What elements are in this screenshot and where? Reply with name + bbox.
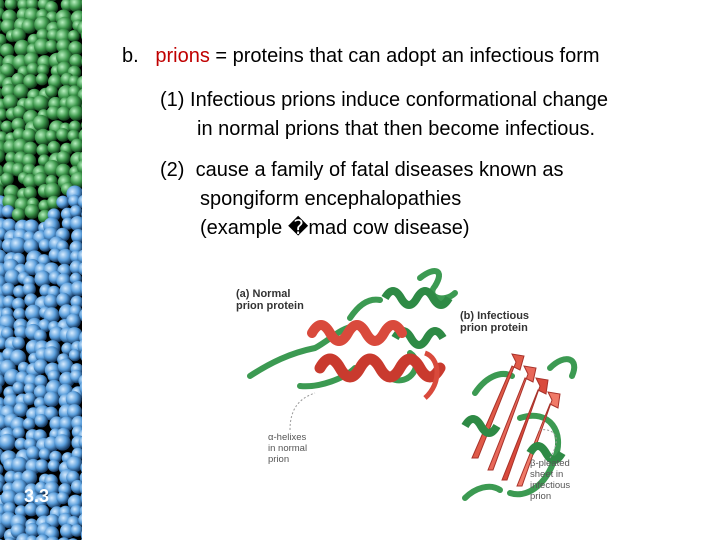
prions-term: prions	[155, 45, 210, 67]
prions-definition: b. prions = proteins that can adopt an i…	[122, 42, 600, 71]
beta-sheet-note: β-pleated sheet in infectious prion	[530, 458, 571, 502]
molecule-sidebar-image: 3.3	[0, 0, 82, 540]
normal-prion-alpha-helices	[307, 320, 446, 400]
point-2-line-3: (example �mad cow disease)	[200, 217, 470, 239]
point-1-line-2: in normal prions that then become infect…	[197, 118, 595, 140]
infectious-prion-beta-sheets	[461, 353, 566, 487]
point-2-line-1: cause a family of fatal diseases known a…	[195, 159, 564, 181]
prion-structure-figure: (a) Normal prion protein (b) Infectious …	[220, 258, 600, 510]
point-1-marker: (1)	[160, 89, 185, 111]
prion-ribbon-diagram	[247, 268, 578, 501]
point-2-line-2: spongiform encephalopathies	[200, 188, 462, 210]
annotation-arrows	[289, 392, 557, 459]
alpha-helix-note: α-helixes in normal prion	[268, 432, 308, 465]
infectious-prion-label: (b) Infectious prion protein	[460, 310, 530, 334]
heading-definition: = proteins that can adopt an infectious …	[209, 45, 600, 67]
protein-space-fill-image	[0, 0, 82, 540]
point-2: (2) cause a family of fatal diseases kno…	[160, 156, 564, 243]
heading-marker: b.	[122, 45, 139, 67]
slide-number: 3.3	[24, 486, 50, 506]
normal-prion-label: (a) Normal prion protein	[236, 288, 304, 312]
point-1-line-1: Infectious prions induce conformational …	[190, 89, 609, 111]
point-1: (1) Infectious prions induce conformatio…	[160, 86, 608, 144]
point-2-marker: (2)	[160, 159, 185, 181]
